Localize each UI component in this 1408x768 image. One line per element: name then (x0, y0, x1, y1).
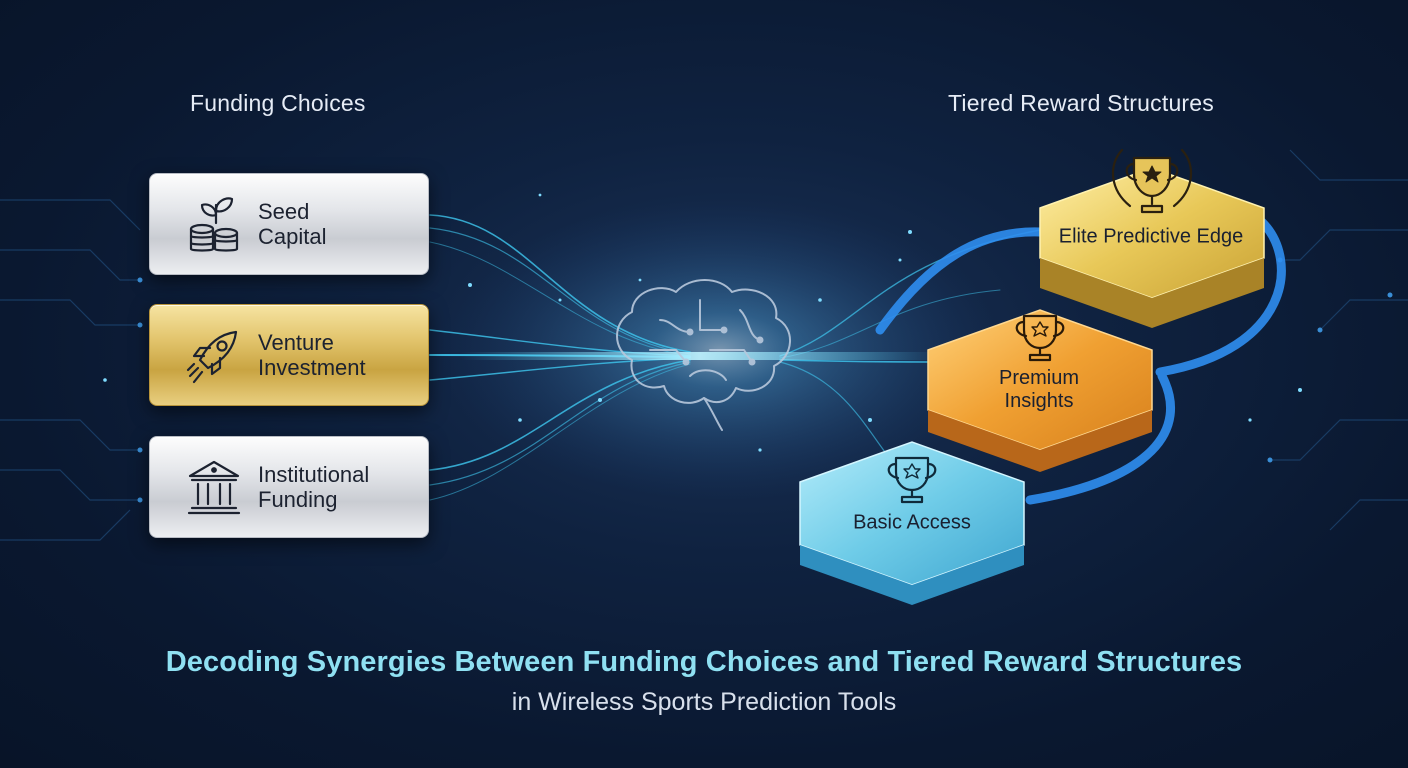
bank-building-icon (187, 460, 241, 515)
circuit-traces (0, 149, 1408, 541)
basic-tier-hexagon (799, 441, 1025, 605)
central-beam (460, 352, 940, 360)
sparkle-dots (103, 193, 1302, 452)
seed-coins-icon (189, 197, 239, 252)
seed-capital-label: Seed Capital (258, 199, 327, 249)
premium-tier-hexagon (927, 309, 1153, 472)
circuit-nodes (137, 257, 1393, 503)
institutional-funding-card: Institutional Funding (149, 436, 429, 538)
elite-tier-hexagon (1039, 167, 1265, 328)
premium-insights-label: Premium Insights (998, 367, 1080, 412)
funding-choices-heading: Funding Choices (190, 90, 366, 116)
venture-investment-label: Venture Investment (258, 330, 366, 380)
trophy-laurel-icon (1111, 148, 1193, 214)
premium-trophy-icon (1015, 314, 1065, 362)
basic-trophy-icon (887, 456, 937, 504)
tier-connectors (875, 217, 1286, 505)
page-title: Decoding Synergies Between Funding Choic… (165, 646, 1243, 678)
institutional-funding-label: Institutional Funding (258, 462, 370, 512)
page-subtitle: in Wireless Sports Prediction Tools (511, 688, 897, 716)
elite-predictive-edge-label: Elite Predictive Edge (1058, 225, 1244, 248)
venture-investment-card: Venture Investment (149, 304, 429, 406)
rocket-icon (186, 330, 238, 384)
basic-access-label: Basic Access (853, 511, 971, 534)
circuit-brain-icon (616, 279, 791, 431)
tiered-rewards-heading: Tiered Reward Structures (948, 90, 1214, 116)
seed-capital-card: Seed Capital (149, 173, 429, 275)
